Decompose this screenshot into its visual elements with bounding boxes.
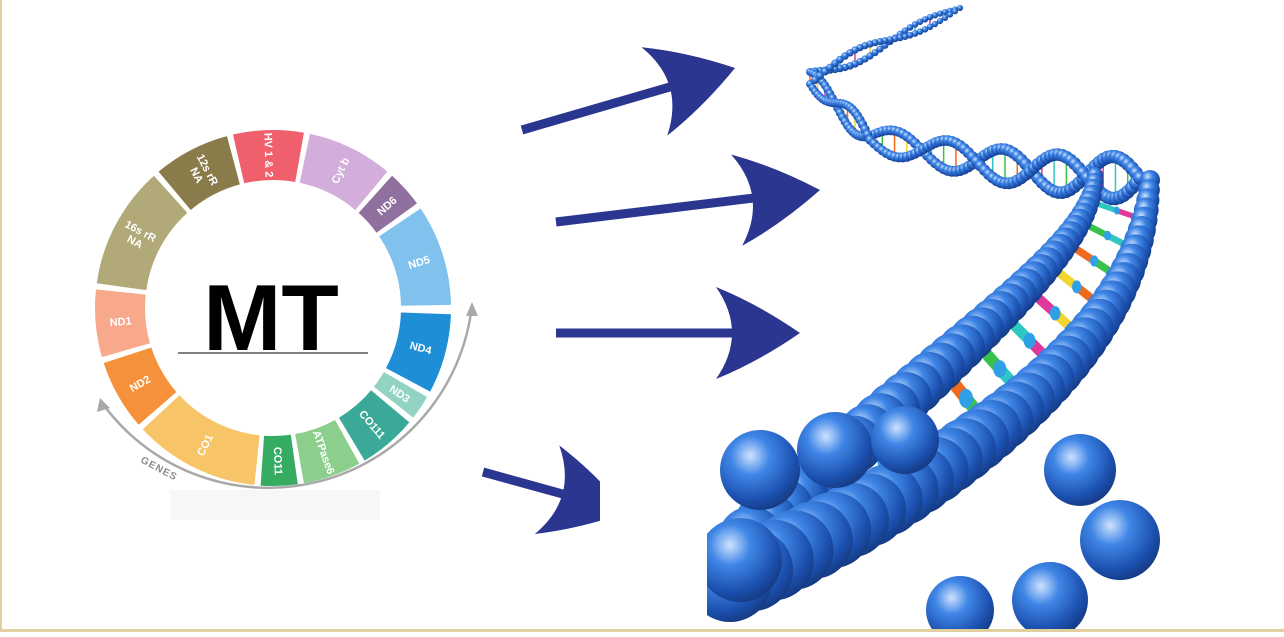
left-border: [0, 0, 2, 632]
arrow-shaft: [555, 192, 761, 227]
dna-bead: [946, 11, 954, 18]
arrow-shaft: [481, 467, 572, 501]
dna-bead: [957, 5, 963, 11]
bottom-border: [0, 629, 1284, 632]
gene-segment-label: CO11: [271, 447, 284, 476]
arrow-head: [716, 287, 800, 379]
dna-bead: [951, 8, 959, 15]
dna-helix: [600, 5, 1160, 637]
dna-base-junction: [1049, 306, 1061, 321]
dna-bead: [926, 23, 934, 31]
gene-segment: [158, 136, 240, 210]
dna-base-junction: [1113, 206, 1120, 215]
helix-clip-mask: [600, 380, 707, 632]
dna-bead: [881, 41, 889, 49]
gene-segment-label: ND4: [408, 340, 433, 358]
dna-bead: [871, 406, 939, 474]
genes-arc-arrow: [98, 304, 474, 490]
arrow-group: [481, 47, 820, 535]
dna-bead: [906, 24, 914, 31]
dna-base-junction: [1023, 332, 1036, 349]
arrow-head: [641, 47, 735, 136]
dna-base-junction: [1090, 255, 1099, 267]
dna-bead: [926, 13, 934, 21]
dna-bead: [1080, 500, 1160, 580]
dna-base-junction: [1072, 280, 1082, 294]
dna-base-junction: [958, 388, 973, 408]
dna-base-junction: [1103, 230, 1112, 241]
gene-segment-label: HV 1 & 2: [261, 133, 274, 178]
dna-bead: [797, 412, 873, 488]
arrow-head: [731, 154, 820, 246]
dna-bead: [720, 430, 800, 510]
dna-bead: [916, 18, 924, 25]
gene-segment: [386, 312, 451, 392]
genes-label: GENES: [139, 455, 179, 483]
dna-bead: [926, 576, 994, 637]
gene-segment: [96, 175, 188, 291]
gene-segment: [299, 133, 388, 210]
mt-center-label: MT: [203, 265, 339, 370]
dna-bead: [911, 30, 919, 37]
gene-segment: [232, 130, 304, 184]
gene-label-line: ND4: [408, 340, 433, 358]
gene-label-line: ND1: [109, 315, 132, 329]
gene-segment: [95, 289, 150, 358]
gene-segment: [142, 395, 260, 486]
dna-bead: [931, 20, 939, 28]
dna-bead: [941, 9, 949, 16]
dna-bead: [936, 17, 944, 25]
dna-bead: [876, 45, 884, 53]
gene-segment: [295, 419, 360, 484]
gene-segment: [260, 434, 298, 487]
gene-label-line: CO11: [271, 447, 284, 476]
gene-segment: [379, 208, 451, 306]
dna-bead: [921, 16, 929, 23]
gene-label-line: HV 1 & 2: [261, 133, 274, 178]
dna-bead: [936, 10, 944, 17]
gene-segment: [103, 347, 177, 425]
ring-reflection: [170, 490, 380, 520]
dna-bead: [901, 27, 909, 35]
dna-bead: [931, 12, 939, 19]
gene-segment: [373, 372, 428, 418]
dna-bead: [916, 28, 924, 35]
gene-segment: [338, 390, 410, 461]
dna-bead: [698, 518, 782, 602]
dna-base-junction: [993, 360, 1007, 378]
arrow-shaft: [520, 80, 679, 135]
dna-bead: [1012, 562, 1088, 637]
gene-segment-label: ND1: [109, 315, 132, 329]
genes-arc-tail: [97, 398, 110, 412]
dna-bead: [921, 26, 929, 33]
genes-arc-arrowhead: [466, 302, 478, 316]
dna-bead: [911, 21, 919, 28]
gene-segment: [358, 175, 418, 233]
dna-bead: [1044, 434, 1116, 506]
dna-bead: [941, 14, 949, 21]
